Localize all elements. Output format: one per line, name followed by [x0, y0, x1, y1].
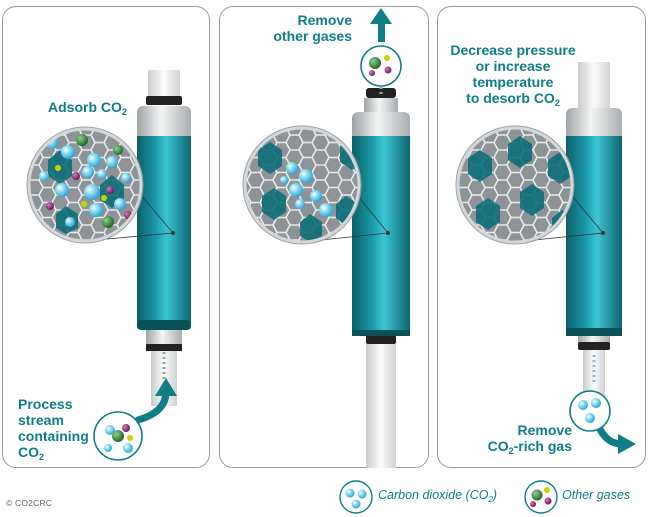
desorb-label: Decrease pressure or increase temperatur… — [450, 42, 576, 108]
legend-co2-label: Carbon dioxide (CO2) — [378, 488, 498, 504]
curved-arrow-icon — [134, 378, 177, 424]
up-arrow-icon — [370, 8, 392, 42]
remove-other-gases-label: Remove other gases — [273, 12, 352, 44]
adsorb-co2-label: Adsorb CO2 — [48, 99, 127, 117]
legend-other-gases-label: Other gases — [562, 488, 631, 502]
legend-other-gases-icon — [524, 480, 558, 514]
magnifier-adsorbing — [26, 126, 175, 244]
adsorption-column-2 — [352, 72, 410, 468]
adsorption-column-1 — [137, 70, 191, 406]
other-gases-molecules-icon — [360, 45, 402, 87]
process-stream-label: Process stream containing CO2 — [18, 396, 89, 462]
other-gas-molecules — [46, 134, 132, 228]
co2-rich-gas-molecules-icon — [569, 390, 611, 432]
legend-co2-icon — [339, 480, 373, 514]
copyright-text: © CO2CRC — [6, 498, 53, 508]
remove-co2-rich-gas-label: Remove CO2-rich gas — [487, 422, 572, 456]
magnifier-empty-adsorbent — [455, 125, 605, 245]
process-stream-molecules-icon — [93, 411, 143, 461]
adsorption-column-3 — [566, 62, 622, 398]
co2-molecules-adsorbed — [39, 137, 131, 227]
